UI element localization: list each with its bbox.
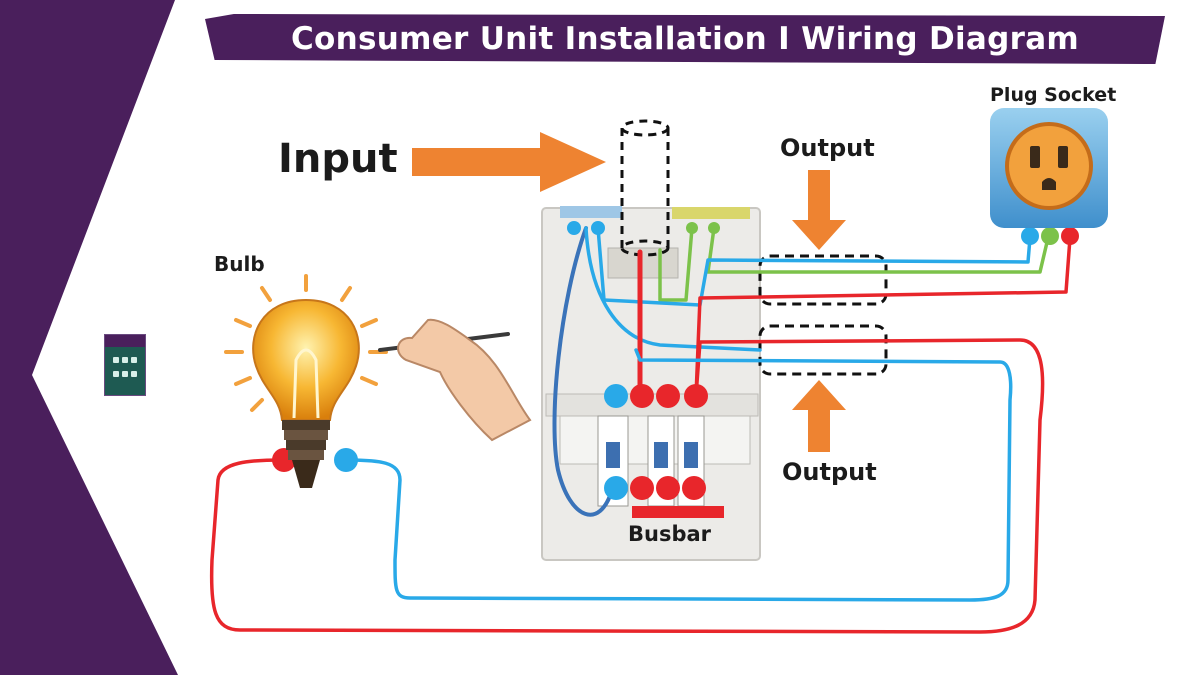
- consumer-unit-panel: [541, 206, 761, 561]
- thumbnail-preview: [104, 334, 146, 396]
- input-label: Input: [278, 136, 398, 182]
- terminal-dots: [272, 221, 1079, 500]
- busbar-label: Busbar: [628, 522, 712, 546]
- title-banner: [205, 14, 1165, 64]
- hand-with-pen-icon: [378, 318, 532, 442]
- output-bottom-label: Output: [782, 458, 877, 486]
- light-bulb-icon: [224, 274, 388, 488]
- plug-socket-label: Plug Socket: [990, 84, 1117, 106]
- earth-loop: [658, 226, 694, 302]
- neutral-wire-mid: [584, 226, 762, 352]
- bulb-label: Bulb: [214, 252, 265, 276]
- breaker-1-toggle: [654, 442, 668, 468]
- output-top-label: Output: [780, 134, 875, 162]
- neutral-wire-bulb: [344, 348, 1013, 602]
- output-box-top: [758, 254, 888, 306]
- earth-wire-socket: [706, 226, 1050, 274]
- neutral-wire-socket: [596, 226, 1032, 307]
- main-switch-toggle: [606, 442, 620, 468]
- arrows: [412, 132, 846, 452]
- output-arrow-top: [792, 170, 846, 250]
- input-arrow: [412, 132, 606, 192]
- input-cable-dashed: [620, 119, 670, 257]
- breaker-2-toggle: [684, 442, 698, 468]
- live-wire-bulb: [209, 338, 1045, 634]
- neutral-terminal-bar: [560, 206, 622, 218]
- output-box-bottom: [758, 324, 888, 376]
- earth-terminal-bar: [672, 207, 750, 219]
- busbar-bar: [632, 506, 724, 518]
- side-chevron: [0, 0, 178, 675]
- page-title: Consumer Unit Installation I Wiring Diag…: [290, 21, 1080, 57]
- input-neutral-cable: [552, 226, 614, 517]
- output-arrow-bottom: [792, 380, 846, 452]
- plug-socket-icon: [990, 108, 1108, 228]
